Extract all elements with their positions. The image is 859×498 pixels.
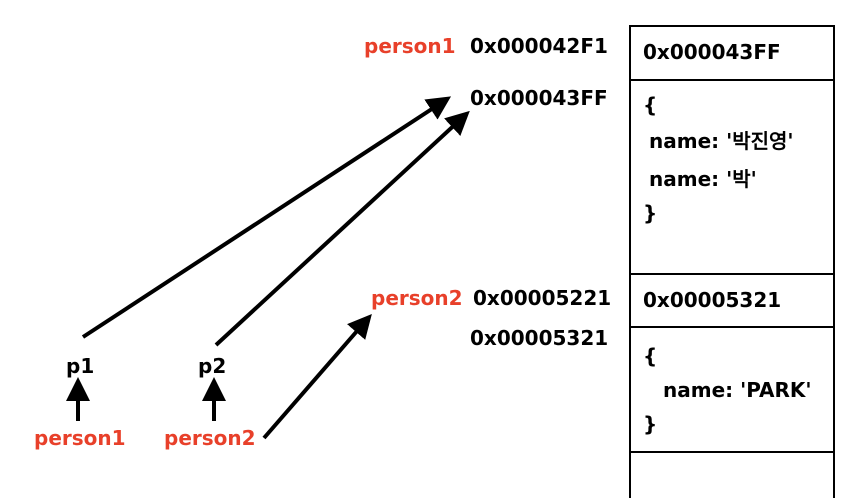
arrow-person2-to-obj2 (262, 313, 372, 440)
memory-cell-obj2: { name: 'PARK' } (629, 326, 835, 453)
obj2-close-brace: } (643, 412, 658, 436)
arrow-p1-to-obj1 (81, 96, 452, 339)
var-person2: person2 (164, 426, 256, 450)
obj1-address: 0x000043FF (470, 86, 608, 110)
obj1-name-line-1: name: '박진영' (649, 129, 794, 153)
person1-address: 0x000042F1 (470, 34, 608, 58)
memory-cell-person1: 0x000043FF (629, 25, 835, 81)
person2-address: 0x00005221 (473, 286, 612, 310)
person2-var-label: person2 (371, 286, 463, 310)
cell2-value: 0x00005321 (643, 288, 782, 312)
obj1-name-line-2: name: '박' (649, 167, 757, 191)
arrow-p2-to-obj1 (214, 110, 470, 347)
memory-cell-empty (629, 451, 835, 498)
obj1-open-brace: { (643, 93, 658, 117)
param-p2: p2 (198, 354, 227, 378)
obj2-name-line-1: name: 'PARK' (663, 378, 812, 402)
obj2-open-brace: { (643, 344, 658, 368)
obj2-address: 0x00005321 (470, 326, 609, 350)
param-p1: p1 (66, 354, 95, 378)
obj1-close-brace: } (643, 201, 658, 225)
person1-var-label: person1 (364, 34, 456, 58)
cell1-value: 0x000043FF (643, 40, 781, 64)
memory-cell-obj1: { name: '박진영' name: '박' } (629, 79, 835, 275)
var-person1: person1 (34, 426, 126, 450)
memory-cell-person2: 0x00005321 (629, 273, 835, 328)
